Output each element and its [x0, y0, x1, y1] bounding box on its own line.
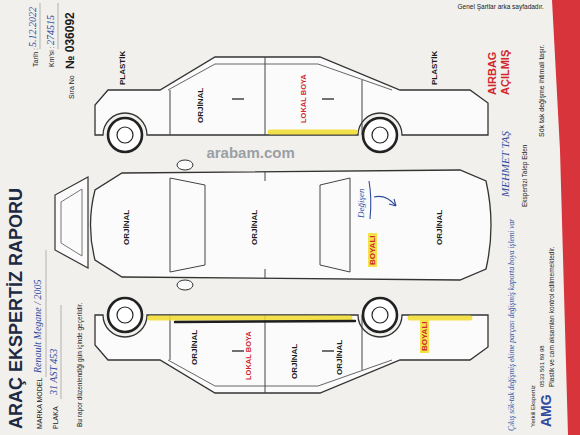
form-line — [40, 3, 41, 49]
part-status: ORJİNAL — [196, 88, 205, 123]
part-status: BOYALI — [420, 320, 429, 354]
part-status: ORJİNAL — [290, 344, 299, 379]
form-note: Plastik ve cam aksamları kontrol edilmem… — [548, 246, 555, 387]
wheel-hub — [117, 307, 133, 323]
company-logo: AMG — [538, 394, 554, 427]
handwritten-note: Değişen — [356, 189, 366, 219]
wheels — [108, 118, 397, 332]
side-view-outline — [95, 57, 488, 135]
marker-line — [175, 321, 355, 322]
handwritten-arrow — [374, 196, 396, 206]
part-status: PLASTİK — [118, 51, 127, 85]
top-view — [91, 160, 492, 290]
part-status: BOYALI — [368, 234, 377, 268]
form-line — [46, 250, 47, 377]
field-name: Ekspertizi Talep Eden — [521, 145, 528, 207]
rear-window — [320, 178, 350, 272]
part-status: ORJİNAL — [190, 330, 199, 365]
wheel-hub — [372, 127, 388, 143]
handwritten-value: 31 AST 453 — [48, 349, 60, 395]
part-status: LOKAL BOYA — [245, 331, 254, 380]
handwritten-value: Renault Megane / 2005 — [32, 279, 44, 373]
wheel-hub — [372, 307, 388, 323]
form-note: Genel Şartlar arka sayfadadır. — [457, 3, 543, 10]
part-status: ORJİNAL — [122, 210, 131, 245]
part-status: ORJİNAL — [435, 210, 444, 245]
handwritten-value: 274515 — [45, 15, 57, 45]
door-handle — [232, 98, 334, 99]
wheel-hub — [117, 127, 133, 143]
field-name: MARKA MODEL — [36, 378, 44, 429]
wheel — [108, 298, 142, 332]
form-line — [58, 3, 59, 49]
red-paper-edge — [552, 0, 580, 435]
serial-number: № 036092 — [64, 12, 78, 69]
part-status: LOKAL BOYA — [300, 74, 309, 123]
wheel — [363, 298, 397, 332]
form-line — [61, 305, 62, 399]
top-view-outline — [91, 170, 492, 280]
handwritten-name: MEHMET TAŞ — [499, 131, 512, 197]
side-view — [95, 315, 488, 393]
side-window — [168, 64, 392, 90]
front-window — [61, 189, 82, 256]
airbag-note: AIRBAG AÇILMIŞ — [486, 33, 511, 95]
door-seam — [170, 57, 362, 135]
side-view — [95, 57, 488, 135]
field-name: Sıra No — [68, 75, 76, 99]
field-name: Tarih : — [32, 48, 40, 67]
part-status: ORJİNAL — [250, 210, 259, 245]
form-note: Sök tak değişme ihtimali taşır. — [538, 44, 546, 137]
handwritten-value: 5.12.2022 — [27, 7, 39, 47]
yellow-highlight — [270, 130, 355, 135]
report-title: ARAÇ EKSPERTİZ RAPORU — [6, 188, 27, 429]
handwritten-underline — [369, 181, 371, 219]
part-status: PLASTİK — [430, 51, 439, 85]
field-name: Km'si : — [48, 46, 56, 67]
windshield — [170, 178, 205, 272]
field-name: PLAKA — [52, 406, 60, 429]
handwritten-note: Çıkış sök-tak değişmiş ekime parçası değ… — [508, 209, 517, 431]
validity-note: Bu rapor düzenlendiği gün içinde geçerli… — [76, 303, 83, 427]
phone-number: 0533 561 89 98 — [539, 345, 546, 387]
part-status: ORJİNAL — [335, 340, 344, 375]
company-tag: Yetkili Ekspertiz — [530, 385, 537, 427]
wheel — [363, 118, 397, 152]
mirror — [177, 160, 193, 170]
wheel — [108, 118, 142, 152]
mirror — [177, 280, 193, 290]
front-view-outline — [55, 177, 88, 268]
door-seam — [265, 171, 266, 279]
watermark: arabam.com — [206, 144, 294, 161]
